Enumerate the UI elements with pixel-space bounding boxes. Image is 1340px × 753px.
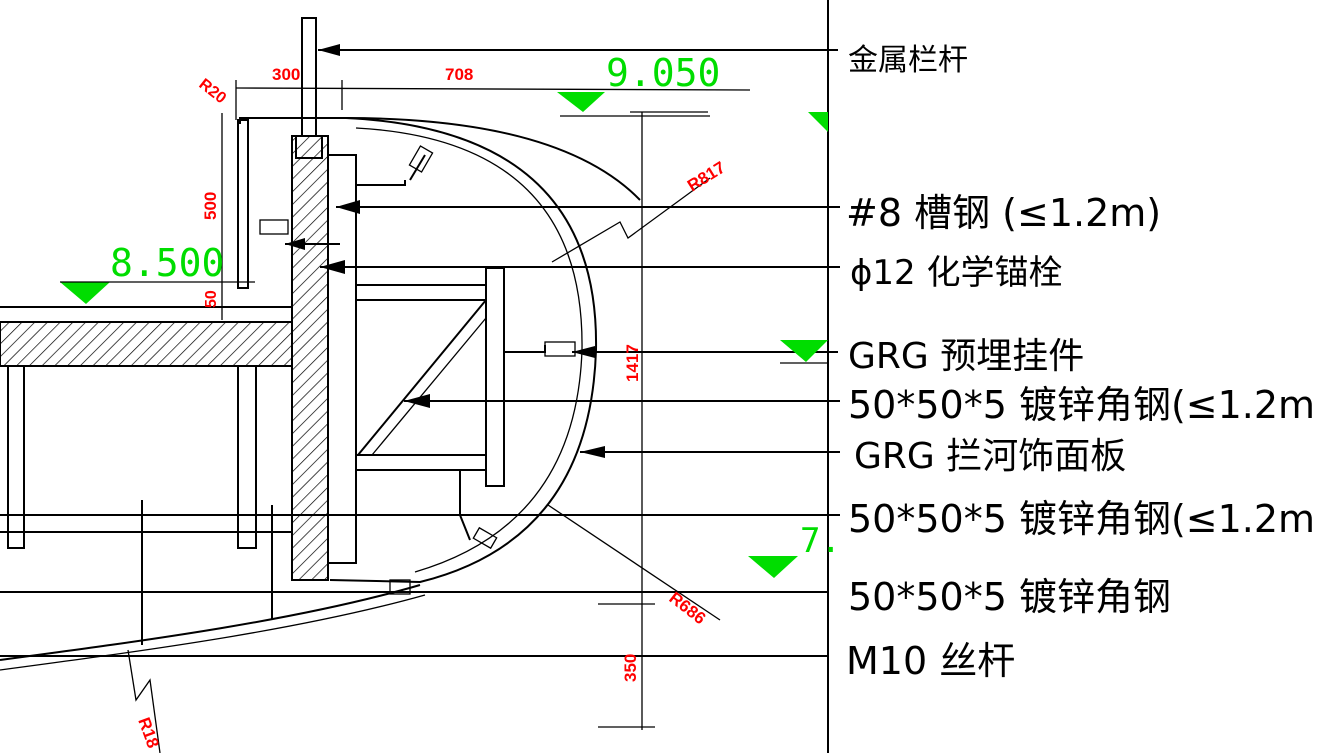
level-low: 7.	[800, 521, 841, 561]
embedded-brackets	[259, 145, 576, 595]
label-channel-steel: #8 槽钢 (≤1.2m)	[846, 191, 1161, 235]
lower-beams	[0, 514, 828, 657]
level-mid: 8.500	[110, 241, 224, 285]
support-columns	[7, 365, 257, 549]
label-railing: 金属栏杆	[848, 43, 968, 78]
level-top: 9.050	[606, 51, 720, 95]
concrete-slab	[0, 306, 293, 367]
ceiling-curve-inner	[0, 594, 426, 671]
channel-steel	[327, 154, 357, 564]
dim-1417: 1417	[623, 344, 642, 382]
ceiling-curve	[0, 584, 421, 661]
dim-500: 500	[201, 192, 220, 220]
dim-r817: R817	[684, 158, 729, 196]
label-anchor-bolt: ϕ12 化学锚栓	[850, 253, 1063, 293]
dimension-lines	[127, 80, 751, 753]
label-angle-steel-3: 50*50*5 镀锌角钢	[848, 575, 1171, 619]
hanging-rods	[141, 500, 273, 645]
dim-r686: R686	[666, 588, 710, 628]
label-angle-steel-2: 50*50*5 镀锌角钢(≤1.2m	[848, 497, 1315, 541]
dim-708: 708	[445, 65, 473, 84]
dim-300: 300	[272, 65, 300, 84]
leader-lines	[285, 44, 840, 516]
dim-r20: R20	[196, 76, 230, 108]
grg-panel	[329, 117, 598, 584]
label-rod: M10 丝杆	[846, 639, 1015, 683]
label-grg-embed: GRG 预埋挂件	[848, 336, 1084, 377]
dim-r18: R18	[134, 715, 163, 751]
dim-350: 350	[621, 654, 640, 682]
label-angle-steel-1: 50*50*5 镀锌角钢(≤1.2m	[848, 383, 1315, 427]
label-grg-panel: GRG 拦河饰面板	[854, 436, 1126, 477]
level-marks	[60, 92, 828, 578]
angle-frame	[356, 267, 505, 487]
concrete-wall	[291, 135, 329, 581]
dim-50: 50	[203, 290, 220, 308]
